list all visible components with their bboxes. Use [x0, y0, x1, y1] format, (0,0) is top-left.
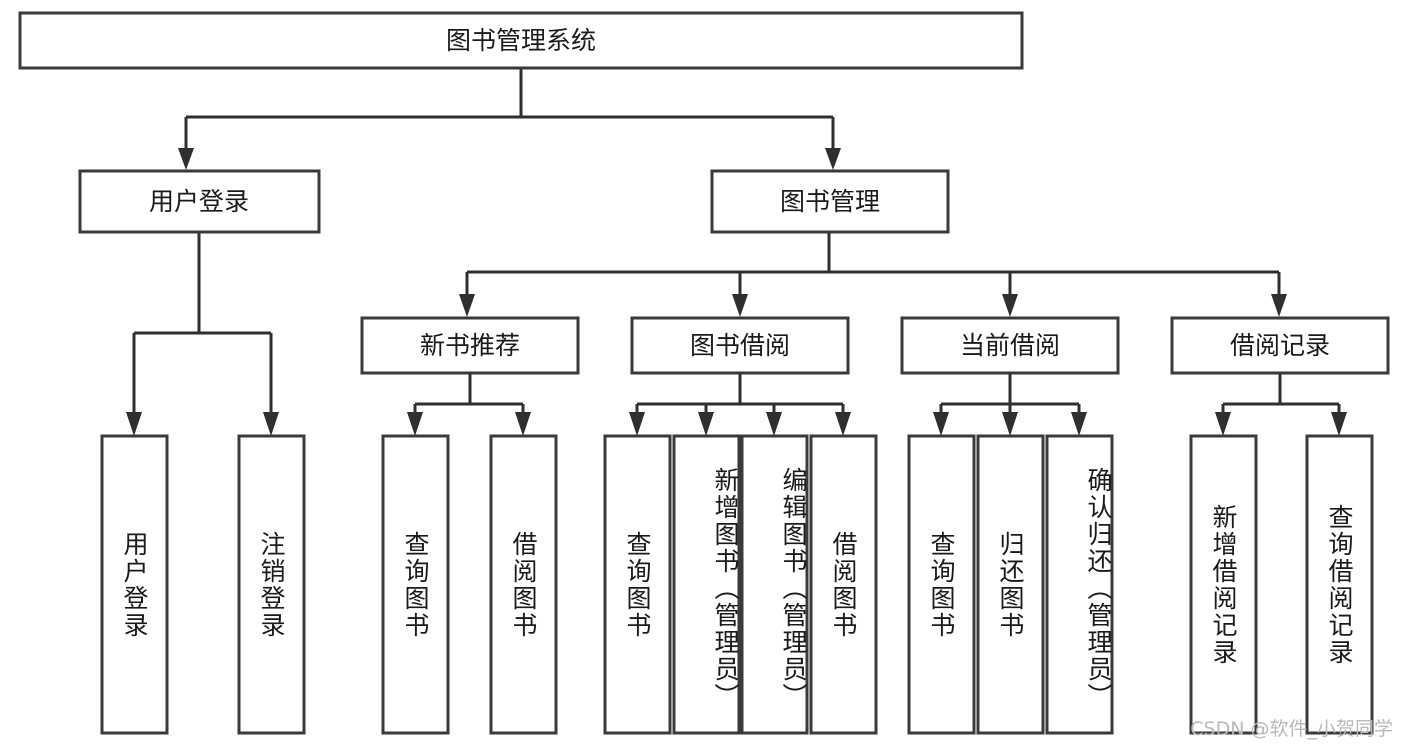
leaf-box-query-book-1[interactable]	[381, 434, 450, 735]
arrow-icon	[1002, 412, 1018, 436]
leaf-box-borrow-book-2[interactable]	[809, 434, 878, 735]
leaf-box-edit-book[interactable]	[740, 434, 809, 735]
watermark: CSDN @软件_小贺同学	[1190, 718, 1393, 740]
arrow-icon	[407, 412, 423, 436]
arrow-icon	[178, 148, 194, 170]
arrow-icon	[732, 294, 748, 317]
node-new-book-recommend[interactable]: 新书推荐	[360, 316, 580, 375]
leaf-box-add-record[interactable]	[1189, 434, 1258, 735]
leaf-box-add-book[interactable]	[672, 434, 741, 735]
arrow-icon	[1002, 294, 1018, 317]
leaf-box-user-login[interactable]	[100, 434, 169, 735]
arrow-icon	[766, 412, 782, 436]
node-current-borrow[interactable]: 当前借阅	[900, 316, 1120, 375]
connector-newbook-to-leaves	[407, 373, 531, 436]
arrow-icon	[459, 294, 475, 317]
node-book-manage-label: 图书管理	[780, 187, 880, 216]
arrow-icon	[126, 412, 142, 436]
leaf-box-query-book-2[interactable]	[603, 434, 672, 735]
node-user-login[interactable]: 用户登录	[78, 169, 321, 234]
node-borrow-record[interactable]: 借阅记录	[1170, 316, 1390, 375]
arrow-icon	[263, 412, 279, 436]
connector-bookborrow-to-leaves	[629, 373, 851, 436]
node-new-book-recommend-label: 新书推荐	[420, 331, 520, 360]
arrow-icon	[825, 148, 841, 170]
node-book-borrow[interactable]: 图书借阅	[630, 316, 850, 375]
connector-root-to-level2	[178, 68, 841, 170]
node-root-label: 图书管理系统	[446, 26, 596, 55]
arrow-icon	[515, 412, 531, 436]
node-root[interactable]: 图书管理系统	[18, 11, 1024, 70]
leaf-box-confirm-return[interactable]	[1045, 434, 1114, 735]
arrow-icon	[933, 412, 949, 436]
connector-borrowrecord-to-leaves	[1215, 373, 1347, 436]
leaf-boxes	[100, 434, 1374, 735]
arrow-icon	[1071, 412, 1087, 436]
leaf-box-query-record[interactable]	[1305, 434, 1374, 735]
arrow-icon	[629, 412, 645, 436]
arrow-icon	[1215, 412, 1231, 436]
arrow-icon	[835, 412, 851, 436]
leaf-box-query-book-3[interactable]	[907, 434, 976, 735]
node-current-borrow-label: 当前借阅	[960, 331, 1060, 360]
leaf-box-borrow-book-1[interactable]	[489, 434, 558, 735]
node-book-manage[interactable]: 图书管理	[710, 169, 950, 234]
node-borrow-record-label: 借阅记录	[1230, 331, 1330, 360]
leaf-box-logout[interactable]	[237, 434, 306, 735]
connector-currentborrow-to-leaves	[933, 373, 1087, 436]
node-book-borrow-label: 图书借阅	[690, 331, 790, 360]
arrow-icon	[698, 412, 714, 436]
arrow-icon	[1271, 294, 1287, 317]
connector-bookmanage-to-level3	[459, 232, 1287, 317]
leaf-box-return-book[interactable]	[976, 434, 1045, 735]
arrow-icon	[1331, 412, 1347, 436]
connector-userlogin-to-leaves	[126, 232, 279, 436]
node-user-login-label: 用户登录	[149, 187, 249, 216]
